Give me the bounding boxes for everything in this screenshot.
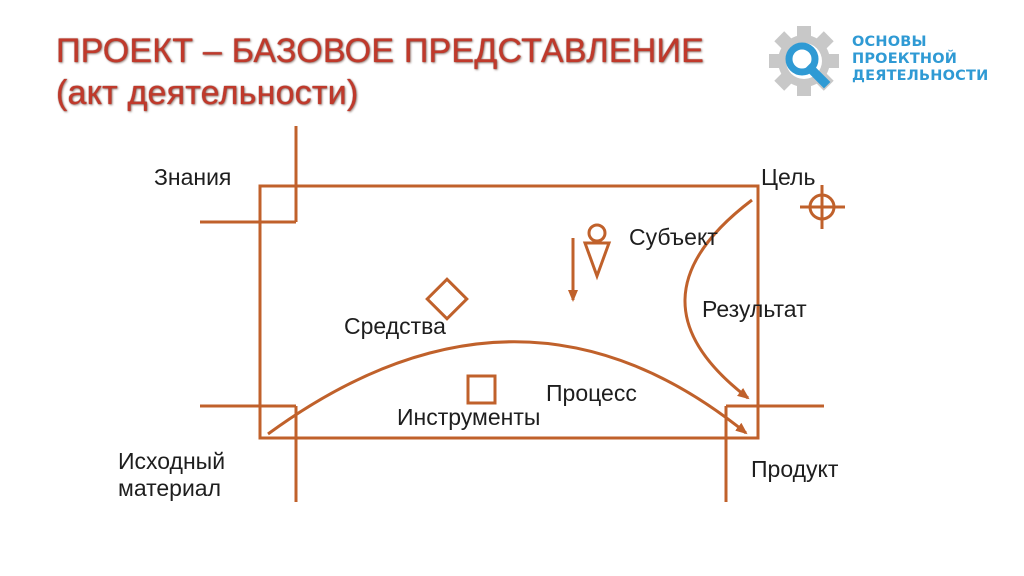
label-means: Средства [344, 313, 446, 339]
label-subject: Субъект [629, 224, 718, 250]
label-source-material: Исходный материал [118, 448, 225, 502]
activity-frame [258, 184, 760, 440]
instruments-square-icon [466, 374, 497, 405]
logo-line-2: ПРОЕКТНОЙ [852, 51, 958, 67]
product-corner [724, 404, 824, 502]
title-line-2: (акт деятельности) [56, 74, 359, 112]
logo-text: ОСНОВЫ ПРОЕКТНОЙ ДЕЯТЕЛЬНОСТИ [852, 34, 988, 85]
logo-line-3: ДЕЯТЕЛЬНОСТИ [852, 68, 989, 84]
target-crosshair-icon [800, 185, 845, 229]
title-line-1: ПРОЕКТ – БАЗОВОЕ ПРЕДСТАВЛЕНИЕ [56, 32, 704, 70]
knowledge-corner [200, 126, 298, 224]
logo: ОСНОВЫ ПРОЕКТНОЙ ДЕЯТЕЛЬНОСТИ [764, 24, 1004, 98]
label-goal: Цель [761, 164, 816, 190]
means-diamond-icon [425, 277, 469, 321]
source-corner [200, 404, 298, 502]
subject-figure-icon [582, 223, 612, 281]
label-source-line-1: Исходный [118, 448, 226, 474]
label-instruments: Инструменты [397, 404, 541, 430]
process-curve [267, 340, 748, 436]
label-knowledge: Знания [154, 164, 232, 190]
label-product: Продукт [751, 456, 839, 482]
logo-line-1: ОСНОВЫ [852, 34, 927, 50]
result-curve [683, 198, 753, 400]
magnifier-icon [785, 42, 831, 89]
label-process: Процесс [546, 380, 637, 406]
slide-title: ПРОЕКТ – БАЗОВОЕ ПРЕДСТАВЛЕНИЕ (акт деят… [56, 30, 704, 114]
gear-magnifier-icon [769, 26, 839, 96]
label-source-line-2: материал [118, 475, 222, 501]
label-result: Результат [702, 296, 807, 322]
